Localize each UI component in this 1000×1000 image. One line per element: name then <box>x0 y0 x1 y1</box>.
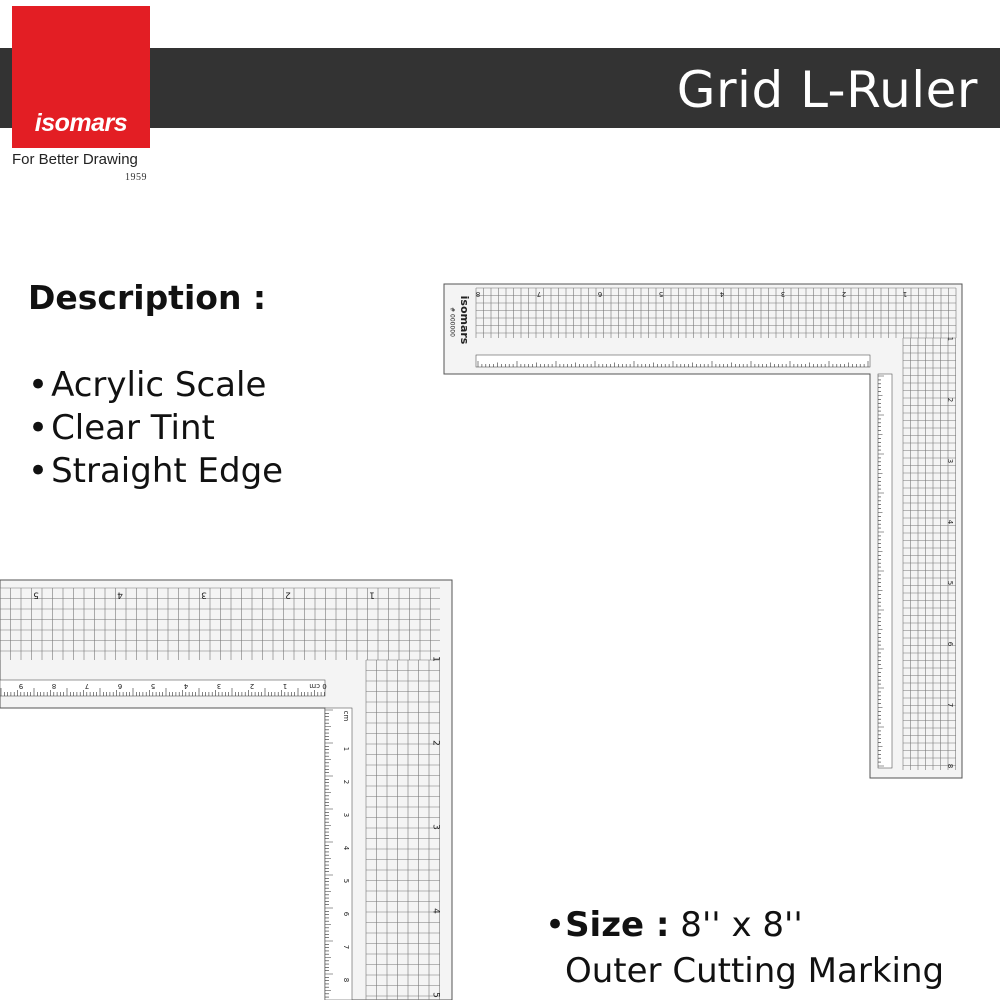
ruler-number: 3 <box>342 813 350 817</box>
ruler-number: 7 <box>342 945 350 949</box>
ruler-body <box>0 579 453 1000</box>
grid-lines <box>475 287 957 338</box>
brand-tagline: For Better Drawing <box>12 151 138 168</box>
ruler-number: 0 cm <box>309 682 327 690</box>
ruler-number: 3 <box>781 290 785 298</box>
small-l-ruler: 1 2 3 4 5 6 7 8 1 2 3 4 5 6 7 8 isomars# 000000 <box>443 283 963 779</box>
ruler-number: 7 <box>537 290 541 298</box>
tick-marks <box>878 375 884 767</box>
tick-marks <box>477 361 869 367</box>
cm-strip <box>324 707 353 1000</box>
size-value: 8'' x 8'' <box>669 905 803 945</box>
ruler-number: 1 <box>369 590 375 600</box>
bullet-icon: • <box>28 365 49 405</box>
ruler-serial: # 000000 <box>449 307 456 337</box>
page-title: Grid L-Ruler <box>676 61 978 119</box>
feature-list: •Acrylic Scale •Clear Tint •Straight Edg… <box>28 364 283 493</box>
ruler-number: 2 <box>285 590 291 600</box>
size-spec: •Size : 8'' x 8'' Outer Cutting Marking <box>545 902 944 994</box>
ruler-number: 6 <box>597 290 602 298</box>
ruler-number: 2 <box>342 780 350 784</box>
ruler-number: 4 <box>719 290 724 298</box>
feature-item: •Clear Tint <box>28 407 283 450</box>
ruler-number: 3 <box>431 824 441 830</box>
bullet-icon: • <box>545 905 566 945</box>
ruler-number: 5 <box>659 290 663 298</box>
grid-lines <box>902 337 956 770</box>
tick-marks <box>0 688 325 696</box>
bullet-icon: • <box>28 451 49 491</box>
feature-item: •Straight Edge <box>28 450 283 493</box>
ruler-number: 6 <box>946 642 954 647</box>
ruler-number: 4 <box>342 846 350 851</box>
ruler-number: 7 <box>85 682 89 690</box>
ruler-number: 1 <box>903 290 907 298</box>
feature-item: •Acrylic Scale <box>28 364 283 407</box>
tick-marks <box>325 709 333 998</box>
ruler-number: 8 <box>342 978 350 982</box>
ruler-number: 8 <box>52 682 56 690</box>
ruler-number: 6 <box>117 682 122 690</box>
ruler-number: 4 <box>117 590 123 600</box>
ruler-number: 4 <box>946 520 954 525</box>
bullet-icon: • <box>28 408 49 448</box>
ruler-number: 4 <box>431 908 441 914</box>
ruler-number: 8 <box>946 764 954 768</box>
ruler-number: 3 <box>201 590 207 600</box>
ruler-number: 4 <box>183 682 188 690</box>
ruler-number: 2 <box>842 290 846 298</box>
ruler-number: 2 <box>431 740 441 746</box>
size-line: •Size : 8'' x 8'' <box>545 902 944 948</box>
feature-label: Acrylic Scale <box>51 365 267 405</box>
grid-lines <box>0 587 440 660</box>
ruler-brand-text: isomars <box>458 296 471 345</box>
ruler-number: 5 <box>33 590 39 600</box>
brand-logo: isomars <box>12 6 150 148</box>
ruler-number: 1 <box>283 682 287 690</box>
brand-logo-wordmark: isomars <box>34 109 128 137</box>
brand-year: 1959 <box>125 172 147 183</box>
size-note: Outer Cutting Marking <box>565 951 945 991</box>
ruler-number: 1 <box>342 747 350 751</box>
ruler-number: 3 <box>217 682 221 690</box>
ruler-number: 8 <box>476 290 480 298</box>
ruler-number: 5 <box>151 682 155 690</box>
ruler-number: 5 <box>342 879 350 883</box>
ruler-number: 3 <box>946 459 954 463</box>
ruler-number: 9 <box>19 682 23 690</box>
ruler-number: 1 <box>431 656 441 662</box>
size-label: Size : <box>565 905 670 945</box>
large-l-ruler: 1 2 3 4 5 1 2 3 4 5 0 cm 1 2 3 4 5 6 7 8 9 cm 1 2 3 4 5 6 7 8 <box>0 579 453 1000</box>
ruler-number: 2 <box>946 398 954 402</box>
header-bar: Grid L-Ruler <box>0 48 1000 128</box>
ruler-number: 7 <box>946 703 954 707</box>
ruler-number: 5 <box>946 581 954 585</box>
grid-lines <box>365 659 440 1000</box>
description-heading: Description : <box>28 278 267 317</box>
ruler-number: cm <box>342 711 350 722</box>
ruler-number: 2 <box>250 682 254 690</box>
feature-label: Straight Edge <box>51 451 284 491</box>
ruler-number: 1 <box>946 337 954 341</box>
ruler-number: 6 <box>342 912 350 917</box>
ruler-number: 5 <box>431 992 441 998</box>
feature-label: Clear Tint <box>51 408 215 448</box>
